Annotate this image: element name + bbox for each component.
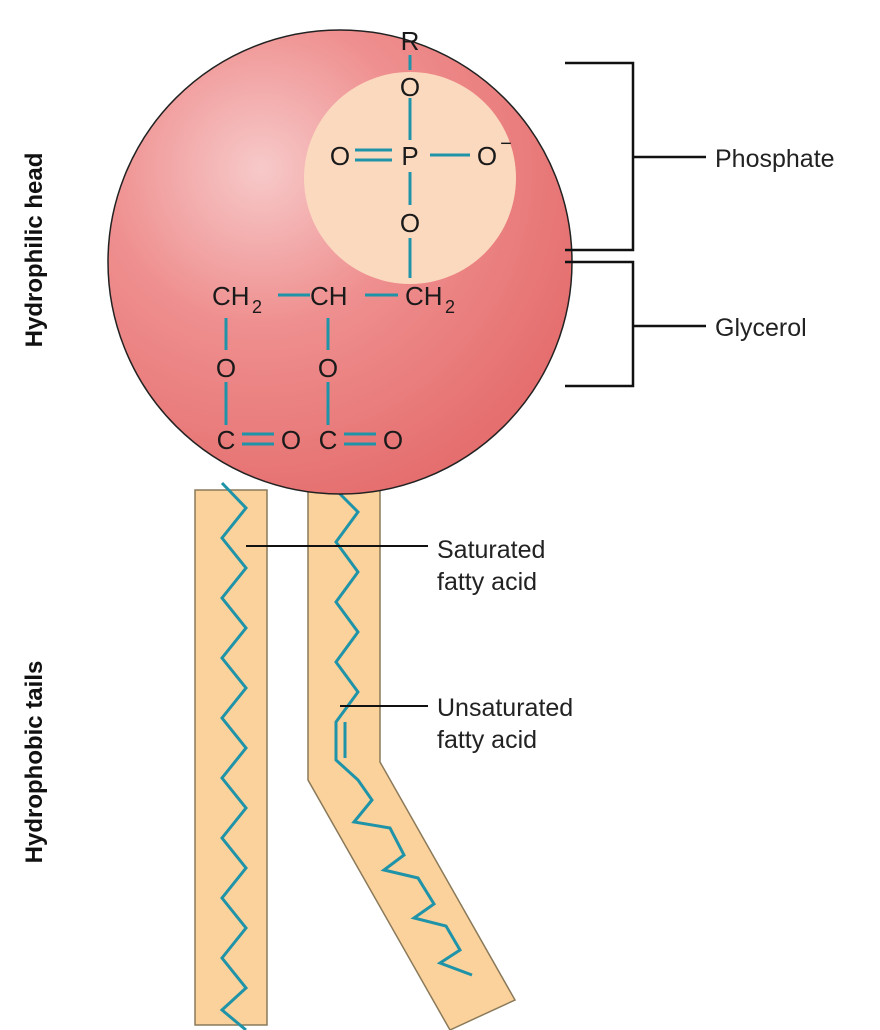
carbonyl-oxygen-left-label: O (281, 425, 301, 455)
ester-oxygen-right-label: O (318, 353, 338, 383)
unsaturated-chain (331, 485, 473, 977)
oxygen-top-label: O (400, 72, 420, 102)
saturated-chain (219, 481, 249, 1030)
negative-charge-label: − (500, 133, 512, 155)
phosphate-bracket (565, 61, 706, 252)
oxygen-right-label: O (477, 141, 497, 171)
carbonyl-carbon-left-label: C (217, 425, 236, 455)
ch-label: CH (310, 281, 348, 311)
ch2-right-label: CH (405, 281, 443, 311)
ch2-right-subscript: 2 (445, 297, 455, 317)
ch2-left-label: CH (212, 281, 250, 311)
oxygen-left-label: O (330, 141, 350, 171)
ch2-left-subscript: 2 (252, 297, 262, 317)
phosphorus-label: P (401, 141, 418, 171)
carbonyl-oxygen-right-label: O (383, 425, 403, 455)
chemical-bonds (224, 55, 470, 446)
r-group-label: R (401, 26, 420, 56)
saturated-tail-box (194, 489, 268, 1026)
saturated-label-line2: fatty acid (437, 568, 537, 596)
glycerol-label: Glycerol (715, 314, 807, 342)
carbonyl-carbon-right-label: C (319, 425, 338, 455)
hydrophilic-head-label: Hydrophilic head (21, 153, 48, 348)
phosphate-label: Phosphate (715, 145, 835, 173)
unsaturated-label-line1: Unsaturated (437, 694, 573, 722)
hydrophobic-tails-label: Hydrophobic tails (21, 661, 48, 864)
unsaturated-label-line2: fatty acid (437, 726, 537, 754)
glycerol-bracket (565, 260, 706, 388)
saturated-label-line1: Saturated (437, 536, 545, 564)
oxygen-bottom-label: O (400, 208, 420, 238)
ester-oxygen-left-label: O (216, 353, 236, 383)
